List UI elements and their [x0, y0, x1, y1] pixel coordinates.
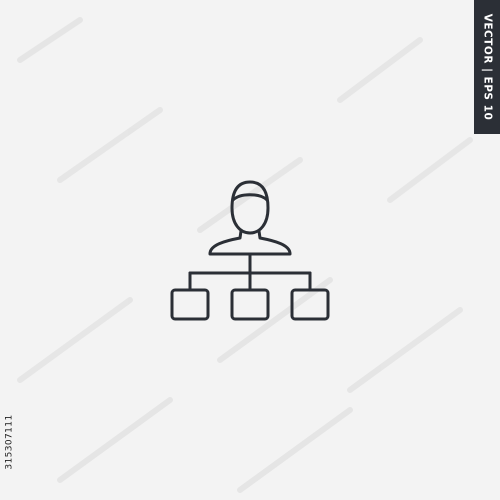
vector-eps-banner: VECTOR | EPS 10: [474, 0, 500, 134]
node-box-center: [230, 288, 270, 321]
node-box-right: [290, 288, 330, 321]
stock-id: 315307111: [4, 394, 16, 490]
person-head: [230, 180, 270, 235]
person-hairline: [231, 193, 269, 202]
vector-eps-label: VECTOR | EPS 10: [481, 13, 493, 121]
stock-id-label: 315307111: [5, 414, 16, 470]
node-box-left: [170, 288, 210, 321]
